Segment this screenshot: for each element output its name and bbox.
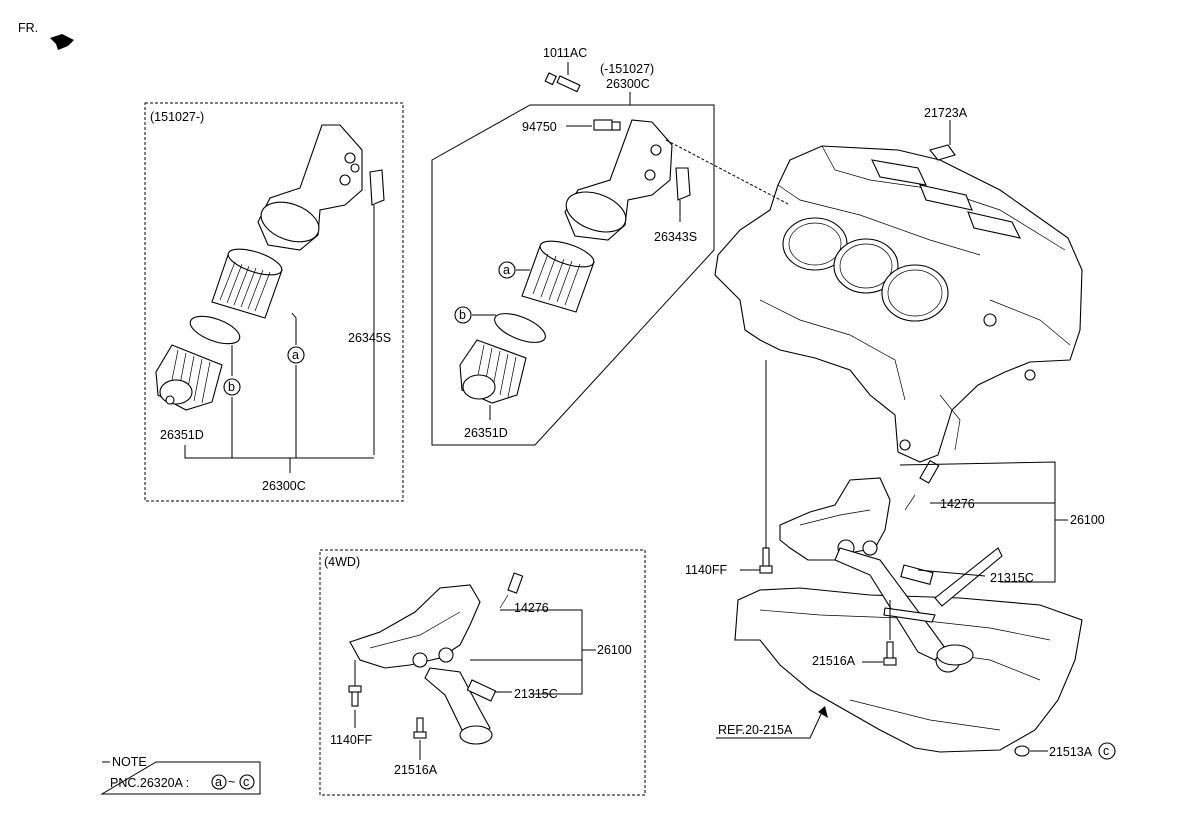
group-label: (151027-)	[150, 110, 204, 124]
o-ring	[189, 315, 241, 345]
group-label-center: (-151027)	[600, 62, 654, 76]
callout-b-label: b	[228, 380, 235, 394]
note-callout-c	[239, 774, 255, 790]
relief-valve-21315c	[900, 564, 934, 586]
front-arrow-icon	[50, 34, 74, 50]
note-callout-a	[211, 774, 227, 790]
part-label-26343s: 26343S	[654, 230, 697, 244]
note-range-separator: ~	[228, 775, 235, 789]
callout-b-center	[454, 306, 472, 324]
bolt-21516a	[883, 641, 897, 666]
part-label-26351d-center: 26351D	[464, 426, 508, 440]
front-direction-label: FR.	[18, 21, 38, 35]
part-label-21516a-right: 21516A	[812, 654, 856, 668]
note-title: NOTE	[112, 755, 147, 769]
front-direction-indicator: FR.	[18, 21, 74, 50]
part-label-21723a: 21723A	[924, 106, 968, 120]
part-label-26300c-center: 26300C	[606, 77, 650, 91]
part-label-21315c-right: 21315C	[990, 571, 1034, 585]
part-label-1011ac: 1011AC	[543, 46, 587, 60]
fourwd-label: (4WD)	[324, 555, 360, 569]
fourwd-oil-pump-group: (4WD) 14276 2	[319, 549, 646, 796]
callout-b-center-label: b	[459, 308, 466, 322]
part-label-21315c-4wd: 21315C	[514, 687, 558, 701]
note-text: PNC.26320A :	[110, 776, 189, 790]
oil-filter-group-new: (151027-)	[144, 102, 404, 502]
engine-block	[714, 144, 1083, 463]
plug-21723a	[929, 144, 956, 161]
part-label-26100-4wd: 26100	[597, 643, 632, 657]
gasket-26345s	[369, 169, 385, 206]
fourwd-box	[319, 549, 646, 796]
callout-c-label: c	[1103, 744, 1109, 758]
note-callout-a-label: a	[215, 775, 222, 789]
gasket-26343s	[675, 167, 691, 201]
callout-a-label: a	[292, 348, 299, 362]
bolt-1011ac	[544, 72, 581, 93]
bolt-21516a-4wd	[413, 717, 427, 739]
note-box: NOTE PNC.26320A : a ~ c	[100, 755, 261, 795]
part-label-21513a: 21513A	[1049, 745, 1093, 759]
oil-filter-cap	[155, 344, 223, 411]
part-label-26351d-left: 26351D	[160, 428, 204, 442]
relief-valve-21315c-4wd	[466, 679, 497, 702]
oil-filter-element	[211, 248, 283, 319]
o-ring-21513a	[1014, 745, 1030, 757]
oil-filter-group-old: 1011AC (-151027) 26300C 94750 26343S	[431, 46, 715, 446]
sensor-94750	[593, 119, 621, 131]
oil-filter-element-center	[521, 240, 595, 313]
note-callout-c-label: c	[243, 775, 249, 789]
callout-a-center	[498, 261, 516, 279]
callout-a-center-label: a	[503, 263, 510, 277]
oil-filter-cap-center	[459, 339, 527, 404]
oil-pump-4wd	[349, 584, 493, 745]
sensor-14276	[904, 459, 940, 511]
sensor-14276-4wd	[499, 572, 524, 609]
part-label-94750: 94750	[522, 120, 557, 134]
part-label-14276-4wd: 14276	[514, 601, 549, 615]
bolt-1140ff-4wd	[348, 685, 362, 707]
ref-label: REF.20-215A	[718, 723, 793, 737]
part-label-1140ff-4wd: 1140FF	[330, 733, 373, 747]
part-label-14276-right: 14276	[940, 497, 975, 511]
callout-b	[223, 378, 241, 396]
part-label-26100-right: 26100	[1070, 513, 1105, 527]
group-box	[144, 102, 404, 502]
oil-filter-housing	[257, 124, 363, 251]
part-label-1140ff-right: 1140FF	[685, 563, 728, 577]
part-label-26300c-left: 26300C	[262, 479, 306, 493]
callout-c	[1098, 742, 1116, 760]
part-label-21516a-4wd: 21516A	[394, 763, 438, 777]
o-ring-center	[494, 313, 546, 343]
oil-filter-housing-center	[564, 119, 673, 241]
callout-a	[287, 346, 305, 364]
part-label-26345s: 26345S	[348, 331, 391, 345]
bolt-1140ff	[759, 547, 773, 574]
